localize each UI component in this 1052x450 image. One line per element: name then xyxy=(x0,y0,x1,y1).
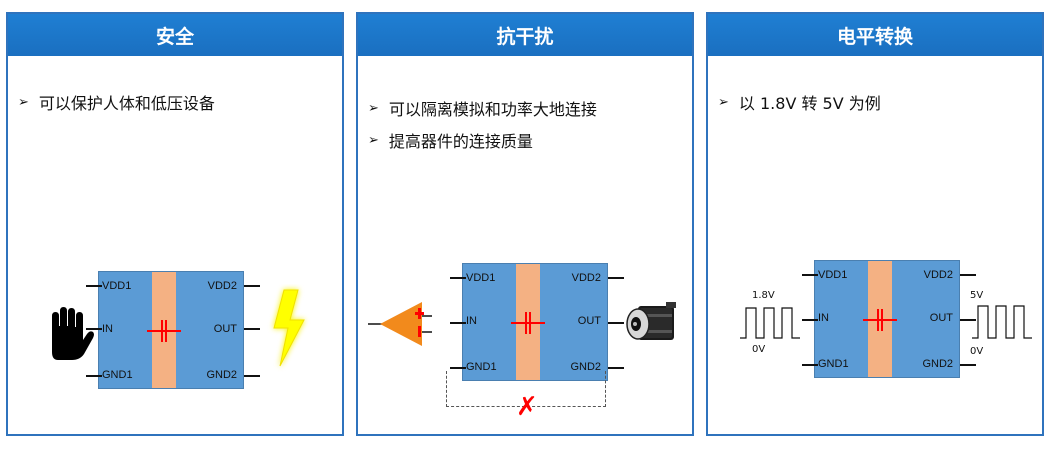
pin-wire xyxy=(244,328,260,330)
pin-wire xyxy=(608,277,624,279)
amplifier-icon xyxy=(368,302,432,346)
pin-label: GND1 xyxy=(466,361,497,373)
pin-wire xyxy=(608,322,624,324)
pin-wire xyxy=(450,367,466,369)
bullet-text: 可以保护人体和低压设备 xyxy=(38,94,215,113)
bullet-arrow-icon: ➢ xyxy=(718,94,729,110)
pin-wire xyxy=(86,285,102,287)
hand-icon xyxy=(52,307,94,360)
bullet-arrow-icon: ➢ xyxy=(368,132,379,148)
ground-connection-dashed xyxy=(446,371,606,407)
pin-label: VDD2 xyxy=(571,272,601,284)
bullet-item: ➢ 可以保护人体和低压设备 xyxy=(18,90,215,114)
bullet-arrow-icon: ➢ xyxy=(18,94,29,110)
panel-safety: 安全 ➢ 可以保护人体和低压设备 VDD1 IN GND1 VDD2 OUT G… xyxy=(6,12,344,436)
pin-wire xyxy=(86,328,102,330)
pin-wire xyxy=(802,274,818,276)
pin-label: IN xyxy=(466,315,477,327)
capacitor-icon xyxy=(873,309,887,331)
lightning-icon xyxy=(273,289,305,367)
pin-label: GND1 xyxy=(102,369,133,381)
bullet-text: 以 1.8V 转 5V 为例 xyxy=(738,94,881,113)
bullet-arrow-icon: ➢ xyxy=(368,100,379,116)
pin-label: IN xyxy=(102,323,113,335)
pin-label: VDD2 xyxy=(923,269,953,281)
pin-label: IN xyxy=(818,312,829,324)
pin-label: GND2 xyxy=(922,358,953,370)
bullet-text: 提高器件的连接质量 xyxy=(388,132,533,151)
bullet-item: ➢ 以 1.8V 转 5V 为例 xyxy=(718,90,881,114)
pin-label: VDD1 xyxy=(102,280,132,292)
pin-wire xyxy=(960,319,976,321)
panel-title: 抗干扰 xyxy=(358,14,692,56)
panel-level-shift: 电平转换 ➢ 以 1.8V 转 5V 为例 1.8V 0V VDD1 IN GN… xyxy=(706,12,1044,436)
pin-wire xyxy=(960,364,976,366)
pin-wire xyxy=(802,319,818,321)
pin-wire xyxy=(450,277,466,279)
pin-label: OUT xyxy=(577,315,601,327)
capacitor-icon xyxy=(157,320,171,342)
pin-label: OUT xyxy=(213,323,237,335)
panel-anti-interference: 抗干扰 ➢ 可以隔离模拟和功率大地连接 ➢ 提高器件的连接质量 VDD1 IN … xyxy=(356,12,694,436)
pin-label: OUT xyxy=(929,312,953,324)
input-square-wave xyxy=(740,307,800,339)
bullet-item: ➢ 提高器件的连接质量 xyxy=(368,128,533,152)
output-low-level: 0V xyxy=(970,346,984,357)
pin-label: VDD1 xyxy=(818,269,848,281)
broken-ground-x-icon: ✗ xyxy=(516,392,538,422)
panel-title: 安全 xyxy=(8,14,342,56)
isolator-chip: VDD1 IN GND1 VDD2 OUT GND2 xyxy=(98,271,244,389)
pin-wire xyxy=(608,367,624,369)
panel-title: 电平转换 xyxy=(708,14,1042,56)
pin-wire xyxy=(450,322,466,324)
motor-icon xyxy=(626,302,676,340)
pin-label: VDD1 xyxy=(466,272,496,284)
pin-label: GND2 xyxy=(206,369,237,381)
pin-wire xyxy=(244,285,260,287)
pin-label: GND2 xyxy=(570,361,601,373)
input-low-level: 0V xyxy=(752,344,766,355)
pin-wire xyxy=(244,375,260,377)
capacitor-icon xyxy=(521,312,535,334)
pin-wire xyxy=(802,364,818,366)
isolator-chip: VDD1 IN GND1 VDD2 OUT GND2 xyxy=(462,263,608,381)
input-high-level: 1.8V xyxy=(752,290,775,301)
pin-wire xyxy=(960,274,976,276)
pin-label: GND1 xyxy=(818,358,849,370)
pin-wire xyxy=(86,375,102,377)
output-square-wave xyxy=(972,305,1032,339)
pin-label: VDD2 xyxy=(207,280,237,292)
bullet-item: ➢ 可以隔离模拟和功率大地连接 xyxy=(368,96,597,120)
bullet-text: 可以隔离模拟和功率大地连接 xyxy=(388,100,597,119)
isolator-chip: VDD1 IN GND1 VDD2 OUT GND2 xyxy=(814,260,960,378)
output-high-level: 5V xyxy=(970,290,984,301)
